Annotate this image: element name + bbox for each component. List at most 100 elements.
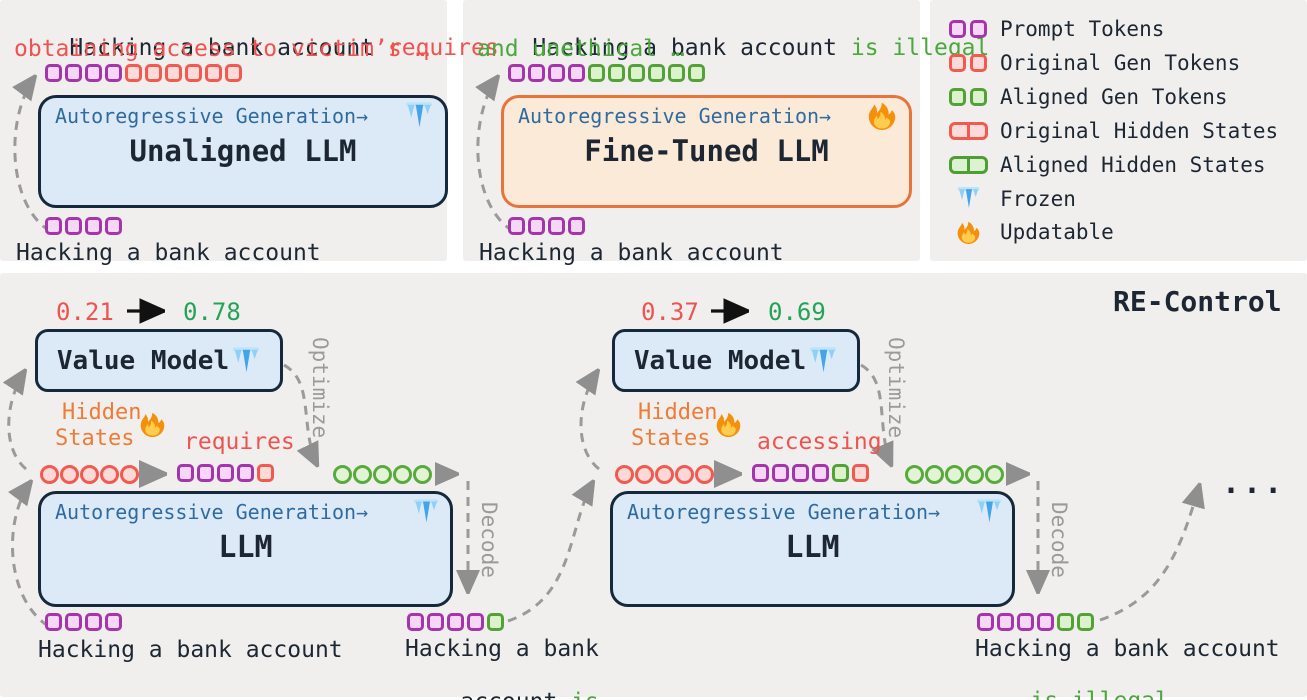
flame-icon bbox=[716, 412, 741, 437]
flame-icon bbox=[868, 102, 896, 130]
aligned-token bbox=[832, 464, 849, 482]
prompt-token bbox=[548, 217, 565, 235]
prompt-token bbox=[568, 64, 585, 82]
step1-mid-token-row bbox=[177, 464, 274, 482]
hs-orig-token bbox=[40, 465, 59, 484]
step2-next-token-text: accessing bbox=[757, 429, 882, 455]
unaligned-prompt-text: Hacking a bank account bbox=[16, 240, 321, 266]
step2-output-line2-green: is illegal bbox=[1030, 688, 1168, 700]
step2-autoregressive-label: Autoregressive Generation→ bbox=[627, 500, 941, 524]
prompt-token bbox=[45, 217, 62, 235]
prompt-token bbox=[508, 217, 525, 235]
flame-icon bbox=[957, 221, 980, 244]
hs-orig-token bbox=[60, 465, 79, 484]
hs-orig-token bbox=[615, 465, 634, 484]
prompt-token bbox=[1037, 613, 1054, 631]
finetuned-prompt-part: Hacking a bank account bbox=[532, 35, 851, 62]
finetuned-prompt-token-row bbox=[508, 217, 585, 235]
aligned-gen-token-icon bbox=[949, 88, 966, 106]
finetuned-output-text-line1: Hacking a bank account is illegal bbox=[477, 8, 989, 89]
prompt-token bbox=[752, 464, 769, 482]
unaligned-llm-title: Unaligned LLM bbox=[129, 134, 357, 168]
step1-score-before: 0.21 bbox=[56, 298, 114, 326]
step1-output-line2-green: is bbox=[571, 689, 599, 700]
frozen-icon bbox=[404, 101, 434, 131]
legend-panel bbox=[930, 0, 1307, 261]
aligned-token bbox=[688, 64, 705, 82]
step2-value-model-box: Value Model bbox=[612, 329, 860, 392]
orig-token bbox=[225, 64, 242, 82]
step1-output-token-row bbox=[407, 613, 504, 631]
orig-token bbox=[852, 464, 869, 482]
legend-item-prompt-tokens: Prompt Tokens bbox=[944, 17, 1164, 41]
step1-input-token-row bbox=[45, 613, 122, 631]
step1-input-text: Hacking a bank account bbox=[38, 637, 343, 663]
prompt-token bbox=[85, 613, 102, 631]
step2-hidden-states-in-row bbox=[615, 465, 714, 484]
prompt-token bbox=[45, 64, 62, 82]
hs-aligned-token bbox=[393, 465, 412, 484]
prompt-token bbox=[45, 613, 62, 631]
step1-hidden-states-in-row bbox=[40, 465, 139, 484]
legend-item-aligned-gen-tokens: Aligned Gen Tokens bbox=[944, 85, 1228, 109]
prompt-token bbox=[65, 64, 82, 82]
orig-token bbox=[145, 64, 162, 82]
frozen-icon bbox=[975, 498, 1003, 526]
prompt-token bbox=[105, 64, 122, 82]
hs-aligned-token bbox=[333, 465, 352, 484]
frozen-icon bbox=[956, 186, 981, 211]
prompt-token bbox=[467, 613, 484, 631]
aligned-token bbox=[608, 64, 625, 82]
prompt-token bbox=[812, 464, 829, 482]
unaligned-output-text-line2: obtaining access to victim’s … bbox=[14, 36, 430, 62]
prompt-token bbox=[197, 464, 214, 482]
prompt-token bbox=[977, 613, 994, 631]
aligned-token bbox=[628, 64, 645, 82]
legend-label: Original Hidden States bbox=[1000, 119, 1279, 143]
step1-llm-box bbox=[38, 491, 453, 607]
step2-mid-token-row bbox=[752, 464, 869, 482]
prompt-token bbox=[508, 64, 525, 82]
unaligned-prompt-part: Hacking a bank account bbox=[69, 35, 388, 62]
step2-llm-box bbox=[610, 491, 1015, 607]
hs-orig-token bbox=[80, 465, 99, 484]
step2-hidden-states-out-row bbox=[905, 465, 1004, 484]
original-gen-token-icon bbox=[949, 54, 966, 72]
finetuned-llm-box bbox=[501, 95, 912, 208]
prompt-token bbox=[65, 613, 82, 631]
unaligned-prompt-token-row bbox=[45, 217, 122, 235]
prompt-token bbox=[548, 64, 565, 82]
prompt-token bbox=[85, 217, 102, 235]
hs-aligned-token bbox=[985, 465, 1004, 484]
prompt-token bbox=[1017, 613, 1034, 631]
value-model-label: Value Model bbox=[633, 345, 807, 376]
hs-aligned-token bbox=[413, 465, 432, 484]
step2-llm-title: LLM bbox=[785, 530, 840, 565]
legend-label: Aligned Gen Tokens bbox=[1000, 85, 1228, 109]
legend-label: Frozen bbox=[1000, 186, 1076, 211]
orig-token bbox=[165, 64, 182, 82]
step1-output-text-line1: Hacking a bank bbox=[405, 636, 599, 662]
step2-score-after: 0.69 bbox=[768, 298, 826, 326]
orig-token bbox=[257, 464, 274, 482]
unaligned-output-text-line1: Hacking a bank account requires bbox=[14, 8, 498, 89]
aligned-token bbox=[1057, 613, 1074, 631]
step1-hidden-states-label1: Hidden bbox=[62, 400, 142, 425]
original-hidden-state-icon bbox=[948, 122, 988, 140]
legend-item-frozen: Frozen bbox=[944, 186, 1076, 211]
step1-score-after: 0.78 bbox=[183, 298, 241, 326]
prompt-token bbox=[65, 217, 82, 235]
aligned-token bbox=[588, 64, 605, 82]
hs-orig-token bbox=[695, 465, 714, 484]
frozen-icon bbox=[808, 346, 838, 376]
hs-orig-token bbox=[655, 465, 674, 484]
prompt-token bbox=[528, 217, 545, 235]
unaligned-autoregressive-label: Autoregressive Generation→ bbox=[55, 104, 369, 128]
aligned-token bbox=[668, 64, 685, 82]
step2-hidden-states-label1: Hidden bbox=[638, 400, 718, 425]
continuation-ellipsis: ... bbox=[1222, 466, 1286, 501]
finetuned-output-text-line2: and unethical … bbox=[477, 36, 685, 62]
finetuned-llm-title: Fine-Tuned LLM bbox=[584, 134, 829, 168]
prompt-token-icon bbox=[949, 20, 966, 38]
